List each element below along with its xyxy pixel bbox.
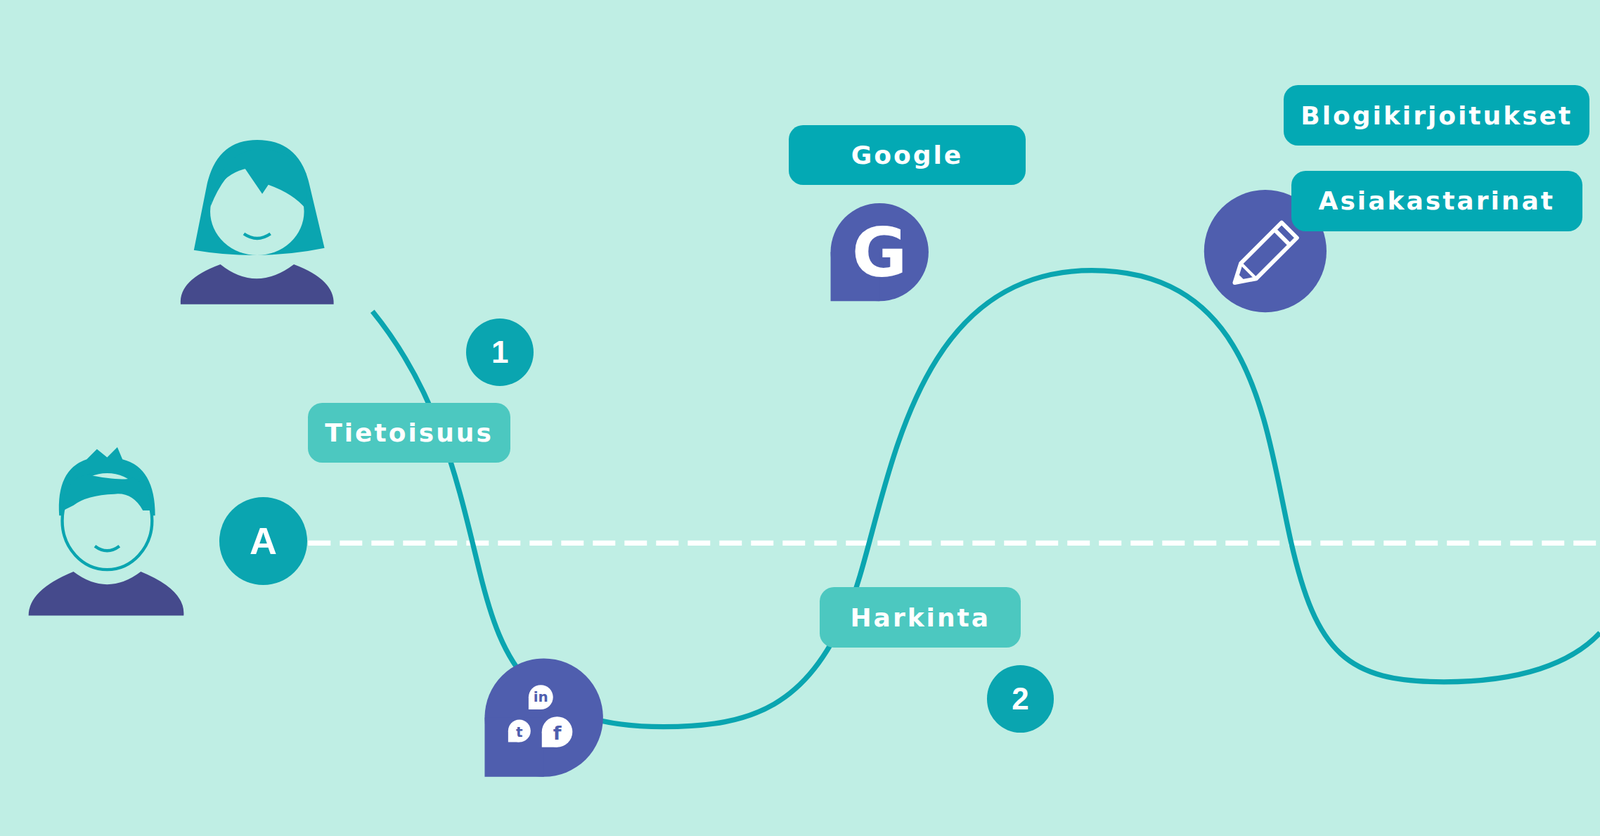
woman-icon (180, 139, 334, 305)
content-pill: Blogikirjoitukset (1283, 85, 1590, 146)
stage-pill: Harkinta (819, 586, 1021, 648)
channel-pill: Google (788, 125, 1026, 186)
facebook-logo-text: f (553, 723, 562, 743)
circle-number: 1 (491, 334, 509, 370)
baseline-dashed (307, 540, 1600, 546)
pill-label: Tietoisuus (324, 418, 494, 448)
tumblr-logo-text: t (515, 724, 524, 739)
circle-number: 2 (1011, 681, 1029, 717)
circle-number: A (249, 518, 277, 563)
journey-curve (372, 270, 1600, 727)
content-pill: Asiakastarinat (1291, 170, 1583, 232)
linkedin-logo-text: in (533, 689, 549, 704)
pill-label: Harkinta (849, 603, 991, 632)
pill-label: Blogikirjoitukset (1300, 101, 1573, 131)
social-media-bubble (484, 657, 603, 777)
step-number-circle: 1 (466, 318, 534, 386)
google-bubble (830, 203, 929, 301)
start-circle: A (219, 497, 308, 585)
pill-label: Google (851, 140, 964, 170)
google-logo-text: G (852, 219, 908, 287)
man-icon (28, 447, 185, 616)
pill-label: Asiakastarinat (1318, 186, 1556, 216)
step-number-circle: 2 (986, 665, 1055, 733)
stage-pill: Tietoisuus (307, 402, 511, 464)
